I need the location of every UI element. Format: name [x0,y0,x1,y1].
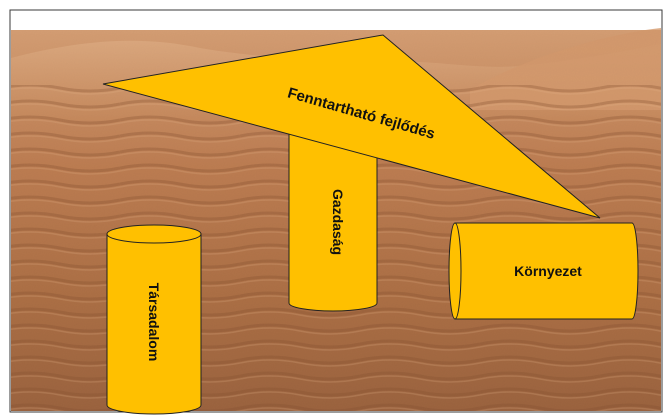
environment-pillar: Környezet [448,222,639,320]
environment-label: Környezet [514,263,582,279]
sustainable-development-roof: Fenntartható fejlődés [102,34,601,219]
economy-label: Gazdaság [330,189,346,255]
society-pillar: Társadalom [106,224,202,415]
society-label: Társadalom [146,283,162,362]
